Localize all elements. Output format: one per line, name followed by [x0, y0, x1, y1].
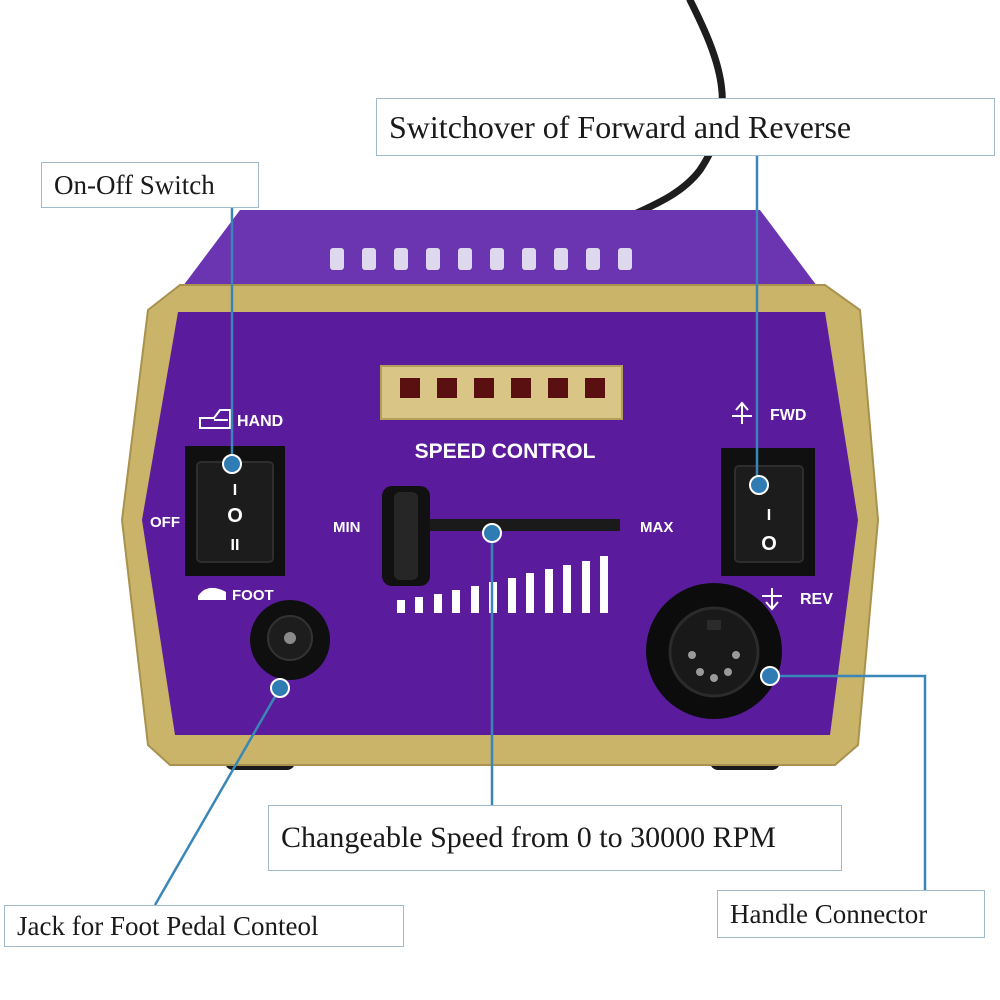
speed-display [380, 365, 623, 420]
callout-handle-connector: Handle Connector [717, 890, 985, 938]
fwd-label: FWD [770, 407, 806, 424]
speed-slider-track [410, 519, 620, 531]
speed-slider-knob[interactable] [382, 486, 430, 586]
vent-grille [330, 248, 632, 270]
foot-icon [198, 587, 226, 600]
hand-label: HAND [237, 413, 283, 430]
callout-speed: Changeable Speed from 0 to 30000 RPM [268, 805, 842, 871]
switch-symbol-bottom: II [231, 537, 240, 554]
rev-arrow-icon [762, 588, 782, 611]
callout-on-off-switch: On-Off Switch [41, 162, 259, 208]
handle-connector[interactable] [646, 583, 782, 719]
hand-icon [199, 409, 231, 429]
switch-symbol-top: I [233, 482, 237, 499]
callout-foot-jack: Jack for Foot Pedal Conteol [4, 905, 404, 947]
speed-control-label: SPEED CONTROL [415, 440, 596, 463]
callout-dots [222, 454, 780, 698]
switch-symbol-bottom-right: O [761, 533, 777, 555]
switch-symbol-mid: O [227, 505, 243, 527]
callout-fwd-rev: Switchover of Forward and Reverse [376, 98, 995, 156]
switch-symbol-top-right: I [767, 507, 771, 524]
max-label: MAX [640, 519, 673, 536]
speed-leds [400, 378, 605, 398]
foot-label: FOOT [232, 587, 274, 604]
rev-label: REV [800, 591, 833, 608]
min-label: MIN [333, 519, 361, 536]
foot-pedal-jack[interactable] [250, 600, 330, 680]
fwd-arrow-icon [732, 401, 752, 424]
callout-pointers [153, 155, 927, 906]
fwd-rev-switch[interactable]: I O [721, 448, 815, 576]
off-label: OFF [150, 514, 180, 531]
